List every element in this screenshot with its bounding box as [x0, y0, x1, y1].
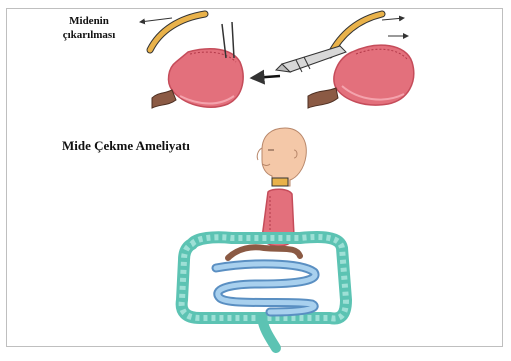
head	[257, 128, 306, 186]
left-duodenum	[152, 90, 176, 108]
left-pull-arrow	[140, 18, 172, 22]
left-stomach-panel	[140, 14, 243, 108]
patient-figure	[182, 128, 346, 348]
small-intestine	[216, 264, 315, 312]
step-arrow	[252, 76, 280, 78]
neck-anastomosis	[272, 178, 288, 186]
lower-duodenum	[228, 247, 300, 258]
right-duodenum	[308, 88, 338, 108]
right-stomach-panel	[276, 14, 414, 108]
right-pull-arrow	[382, 18, 404, 20]
stapler-icon	[276, 46, 346, 72]
